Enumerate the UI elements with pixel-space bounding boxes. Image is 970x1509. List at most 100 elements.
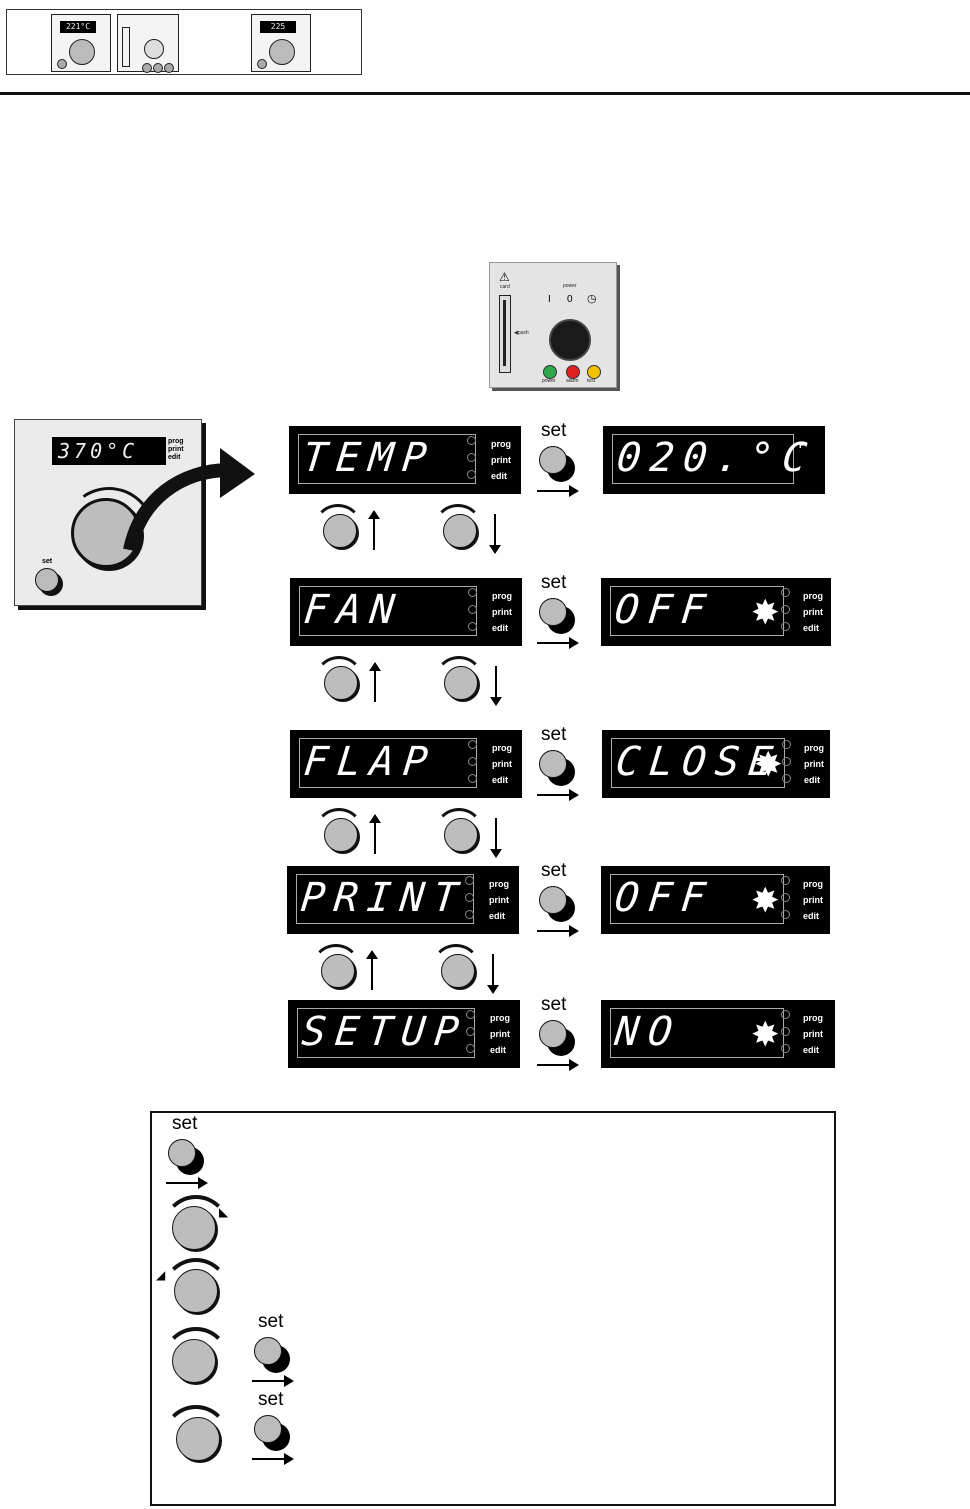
indicator-label-prog: prog <box>804 743 824 753</box>
clockwise-arc-icon <box>434 808 484 858</box>
menu-indicator-leds <box>465 876 474 927</box>
set-arrow-icon <box>537 637 579 649</box>
set-button[interactable] <box>539 750 567 778</box>
indicator-label-prog: prog <box>490 1013 510 1023</box>
power-selector-knob[interactable] <box>549 319 591 361</box>
indicator-led-icon <box>781 605 790 614</box>
header-rule <box>0 92 970 95</box>
legend-arc-counterclockwise-combo <box>162 1405 230 1473</box>
set-button[interactable] <box>539 886 567 914</box>
indicator-label-prog: prog <box>492 591 512 601</box>
controller-display-value: 370°C <box>58 439 139 463</box>
rotate-right-knob-icon <box>441 954 475 988</box>
value-indicator-leds <box>782 740 791 791</box>
set-button[interactable] <box>539 1020 567 1048</box>
set-label: set <box>541 994 567 1015</box>
legend-box: set ◣ ◢ set set <box>150 1111 836 1506</box>
set-label: set <box>541 572 567 593</box>
rotate-right-knob-icon <box>444 666 478 700</box>
indicator-led-icon <box>781 1010 790 1019</box>
indicator-led-icon <box>781 876 790 885</box>
set-label: set <box>541 724 567 745</box>
value-indicator-leds <box>781 1010 790 1061</box>
arrow-up-icon <box>368 510 380 550</box>
legend-set-button-2 <box>254 1337 282 1365</box>
zoom-arrow <box>123 448 255 552</box>
indicator-led-icon <box>468 757 477 766</box>
thumbnail-controller-2: 225 <box>251 14 311 72</box>
legend-arrowhead-clockwise: ◣ <box>219 1205 229 1219</box>
indicator-label-print: print <box>491 455 511 465</box>
card-slot[interactable] <box>499 295 511 373</box>
rotate-left-knob-icon <box>324 666 358 700</box>
menu-item-text: FAN <box>301 587 406 633</box>
legend-set-button-3 <box>254 1415 282 1443</box>
thumbnail-set-button-2 <box>257 59 267 69</box>
menu-item-text: PRINT <box>298 875 469 921</box>
indicator-label-prog: prog <box>803 879 823 889</box>
counterclockwise-arc-icon <box>313 504 363 554</box>
controller-set-label: set <box>42 558 53 565</box>
indicator-led-icon <box>468 740 477 749</box>
rotate-left-knob-icon <box>323 514 357 548</box>
legend-set-arrow-1 <box>166 1177 208 1189</box>
set-button[interactable] <box>539 446 567 474</box>
menu-indicator-leds <box>466 1010 475 1061</box>
clockwise-arc-icon <box>431 944 481 994</box>
lamp-label-alarm: alarm <box>566 378 579 384</box>
controller-set-button[interactable] <box>35 568 59 592</box>
indicator-led-icon <box>465 910 474 919</box>
thumbnail-lamp-2 <box>153 63 163 73</box>
thumbnail-display-2: 225 <box>260 21 296 33</box>
thumbnail-controller-1: 221°C <box>51 14 111 72</box>
lamp-label-test: test <box>587 378 596 384</box>
legend-set-label-2: set <box>258 1311 284 1332</box>
indicator-led-icon <box>467 470 476 479</box>
arrow-up-icon <box>369 662 381 702</box>
indicator-label-print: print <box>490 1029 510 1039</box>
indicator-label-edit: edit <box>491 471 508 481</box>
legend-knob-clockwise-icon <box>172 1206 216 1250</box>
timer-icon: ◷ <box>587 293 597 305</box>
indicator-led-icon <box>781 893 790 902</box>
indicator-label-print: print <box>803 895 823 905</box>
indicator-led-icon <box>468 605 477 614</box>
indicator-label-edit: edit <box>489 911 506 921</box>
legend-arrowhead-counterclockwise: ◢ <box>156 1268 166 1282</box>
arrow-up-icon <box>369 814 381 854</box>
legend-arc-clockwise <box>162 1195 230 1263</box>
push-label: ◀push <box>514 330 529 336</box>
set-arrow-icon <box>537 925 579 937</box>
indicator-label-edit: edit <box>803 623 820 633</box>
menu-item-text: SETUP <box>299 1009 470 1055</box>
rotate-right-knob-icon <box>443 514 477 548</box>
arrow-down-icon <box>490 666 502 706</box>
set-button[interactable] <box>539 598 567 626</box>
legend-arc-clockwise-combo <box>162 1327 230 1395</box>
indicator-led-icon <box>781 1044 790 1053</box>
power-lamp <box>543 365 557 379</box>
legend-set-label-3: set <box>258 1389 284 1410</box>
indicator-led-icon <box>782 740 791 749</box>
counterclockwise-arc-icon <box>314 808 364 858</box>
controller-label-edit: edit <box>168 454 181 461</box>
menu-indicator-leds <box>468 740 477 791</box>
card-label: card <box>500 284 510 290</box>
controller-display: 370°C <box>52 437 166 465</box>
thumbnail-display-1: 221°C <box>60 21 96 33</box>
menu-indicator-leds <box>468 588 477 639</box>
controller-label-print: print <box>168 446 184 453</box>
rotate-right-knob-icon <box>444 818 478 852</box>
switch-o-label: 0 <box>567 294 573 305</box>
thumbnail-panel-knob <box>144 39 164 59</box>
indicator-label-prog: prog <box>803 1013 823 1023</box>
